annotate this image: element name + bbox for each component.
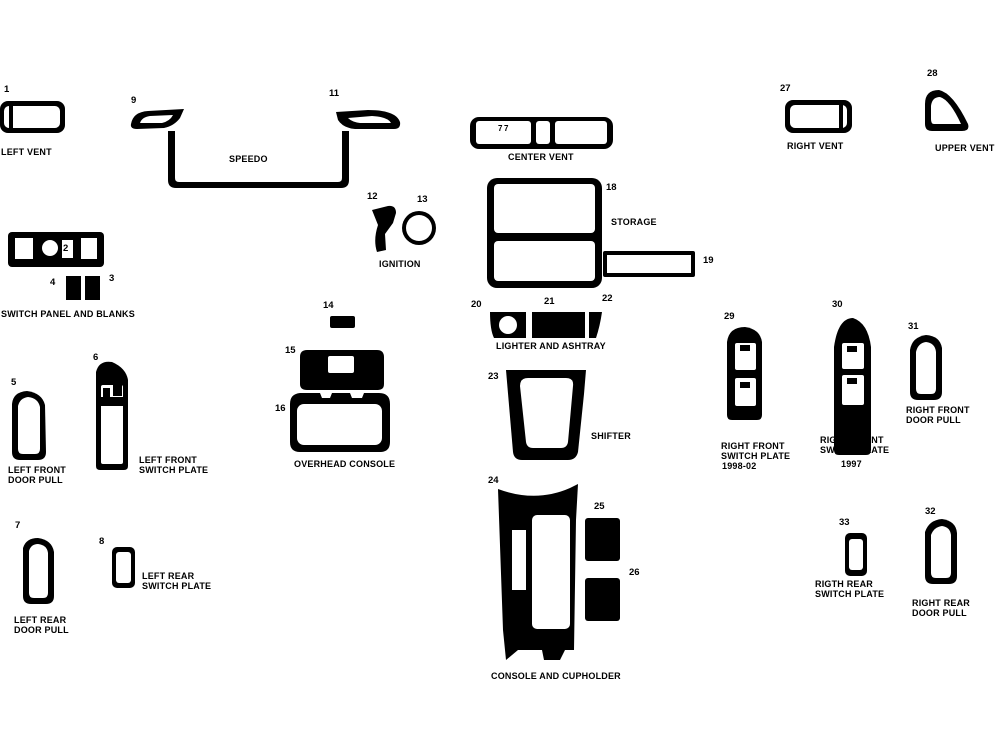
part-number-2: 2	[63, 243, 69, 254]
label-lighter-ashtray: LIGHTER AND ASHTRAY	[496, 341, 606, 351]
label-left-rear-door-pull-line2: DOOR PULL	[14, 625, 69, 635]
piece-12-ignition-trim	[372, 205, 396, 252]
label-right-front-switch-97-line2: SWITCH PLATE	[820, 445, 890, 455]
label-right-rear-switch-line2: SWITCH PLATE	[815, 589, 885, 599]
part-number-8: 8	[99, 536, 105, 547]
piece-20-lighter-plate	[490, 312, 526, 338]
part-number-14: 14	[323, 300, 334, 311]
label-right-rear-switch-line1: RIGTH REAR	[815, 579, 873, 589]
part-number-15: 15	[285, 345, 296, 356]
label-right-front-door-pull-line1: RIGHT FRONT	[906, 405, 970, 415]
piece-21-ashtray-plate	[532, 312, 585, 338]
piece-24-console	[498, 484, 578, 660]
part-number-26: 26	[629, 567, 640, 578]
part-number-29: 29	[724, 311, 735, 322]
part-number-24: 24	[488, 475, 499, 486]
part-number-23: 23	[488, 371, 499, 382]
part-number-16: 16	[275, 403, 286, 414]
piece-center-vent: 7 7	[470, 117, 613, 149]
piece-16-overhead-lower	[290, 393, 390, 452]
label-speedo: SPEEDO	[229, 154, 268, 164]
svg-text:7: 7	[504, 124, 509, 133]
label-right-front-switch-97-line1: RIGHT FRONT	[820, 435, 884, 445]
part-number-11: 11	[329, 88, 340, 99]
piece-19-strip	[603, 251, 695, 277]
part-number-21: 21	[544, 296, 555, 307]
piece-15-overhead-upper	[300, 350, 384, 390]
part-number-19: 19	[703, 255, 714, 266]
label-left-rear-door-pull-line1: LEFT REAR	[14, 615, 67, 625]
piece-26-insert	[585, 578, 620, 621]
piece-14-overhead-small	[330, 316, 355, 328]
piece-11-speedo-right-pod	[336, 110, 401, 129]
piece-2-switch-panel	[8, 232, 104, 267]
label-right-front-switch-97-line3: 1997	[841, 459, 862, 469]
piece-1-left-vent	[0, 101, 65, 133]
label-right-rear-door-pull-line1: RIGHT REAR	[912, 598, 970, 608]
piece-speedo-surround	[168, 131, 349, 188]
piece-13-ignition-ring	[402, 211, 436, 245]
svg-text:7: 7	[498, 124, 503, 133]
piece-8-left-rear-switch-plate	[112, 547, 135, 588]
label-left-rear-switch-line1: LEFT REAR	[142, 571, 195, 581]
label-upper-vent: UPPER VENT	[935, 143, 995, 153]
part-number-20: 20	[471, 299, 482, 310]
piece-6-left-front-switch-plate	[96, 361, 128, 470]
part-number-7: 7	[15, 520, 21, 531]
label-shifter: SHIFTER	[591, 431, 631, 441]
label-left-front-switch-line1: LEFT FRONT	[139, 455, 197, 465]
piece-9-speedo-left-pod	[130, 109, 184, 129]
piece-33-right-rear-switch-plate	[845, 533, 867, 576]
piece-5-left-front-door-pull	[12, 391, 46, 460]
part-number-22: 22	[602, 293, 613, 304]
label-left-vent: LEFT VENT	[1, 147, 52, 157]
piece-32-right-rear-door-pull	[925, 519, 957, 584]
label-storage: STORAGE	[611, 217, 657, 227]
label-left-front-door-pull-line1: LEFT FRONT	[8, 465, 66, 475]
label-right-front-switch-9802-line2: SWITCH PLATE	[721, 451, 791, 461]
part-number-30: 30	[832, 299, 843, 310]
piece-31-right-front-door-pull	[910, 335, 942, 400]
label-overhead-console: OVERHEAD CONSOLE	[294, 459, 396, 469]
part-number-9: 9	[131, 95, 137, 106]
piece-25-insert	[585, 518, 620, 561]
label-ignition: IGNITION	[379, 259, 421, 269]
part-number-32: 32	[925, 506, 936, 517]
label-switch-panel: SWITCH PANEL AND BLANKS	[1, 309, 135, 319]
label-left-front-switch-line2: SWITCH PLATE	[139, 465, 209, 475]
piece-7-left-rear-door-pull	[23, 538, 54, 604]
piece-30-right-front-switch-plate-1997	[834, 318, 871, 455]
piece-3-4-blanks	[66, 276, 100, 300]
label-left-front-door-pull-line2: DOOR PULL	[8, 475, 63, 485]
label-center-vent: CENTER VENT	[508, 152, 574, 162]
label-left-rear-switch-line2: SWITCH PLATE	[142, 581, 212, 591]
label-right-front-switch-9802-line1: RIGHT FRONT	[721, 441, 785, 451]
part-number-25: 25	[594, 501, 605, 512]
piece-27-right-vent	[785, 100, 852, 133]
piece-18-storage-bezel	[487, 178, 602, 288]
part-number-28: 28	[927, 68, 938, 79]
part-number-13: 13	[417, 194, 428, 205]
part-number-12: 12	[367, 191, 378, 202]
part-number-18: 18	[606, 182, 617, 193]
part-number-6: 6	[93, 352, 99, 363]
part-number-31: 31	[908, 321, 919, 332]
part-number-3: 3	[109, 273, 115, 284]
label-right-front-switch-9802-line3: 1998-02	[722, 461, 757, 471]
piece-29-right-front-switch-plate-1998-02	[727, 327, 762, 420]
part-number-4: 4	[50, 277, 56, 288]
label-right-vent: RIGHT VENT	[787, 141, 844, 151]
part-number-5: 5	[11, 377, 17, 388]
piece-28-upper-vent	[925, 90, 969, 131]
piece-23-shifter	[506, 370, 586, 460]
part-number-1: 1	[4, 84, 10, 95]
piece-22-side-plate	[589, 312, 602, 338]
label-right-rear-door-pull-line2: DOOR PULL	[912, 608, 967, 618]
label-right-front-door-pull-line2: DOOR PULL	[906, 415, 961, 425]
part-number-33: 33	[839, 517, 850, 528]
label-console-cupholder: CONSOLE AND CUPHOLDER	[491, 671, 621, 681]
part-number-27: 27	[780, 83, 791, 94]
